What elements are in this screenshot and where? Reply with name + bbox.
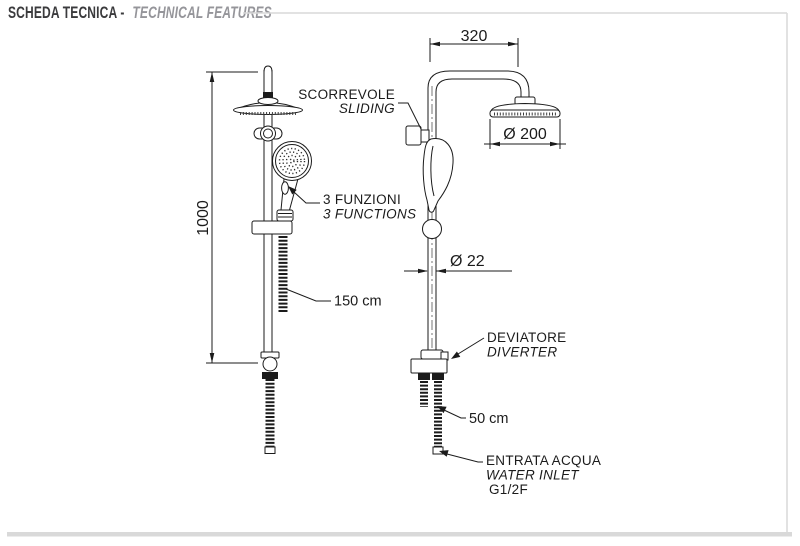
arrowhead-up xyxy=(209,72,215,82)
functions-callout: 3 FUNZIONI 3 FUNCTIONS xyxy=(288,186,416,222)
arm-width-dimension: 320 xyxy=(429,28,519,67)
pipe-diameter-dimension: Ø 22 xyxy=(404,253,512,274)
functions-label-it: 3 FUNZIONI xyxy=(323,192,401,207)
sheet-frame xyxy=(7,12,792,537)
ball-joint xyxy=(422,219,442,239)
arm-width-value: 320 xyxy=(461,28,488,45)
title-english: TECHNICAL FEATURES xyxy=(132,4,272,22)
water-inlet-callout: ENTRATA ACQUA WATER INLET G1/2F xyxy=(439,450,601,497)
slider-ring-side xyxy=(253,125,283,142)
diverter-callout: DEVIATORE DIVERTER xyxy=(451,330,566,360)
spray-face xyxy=(278,147,306,175)
water-inlet-label-en: WATER INLET xyxy=(486,468,580,483)
hand-shower-bracket-side xyxy=(251,220,293,235)
title-italian: SCHEDA TECNICA - xyxy=(8,4,125,22)
column-pipe-side xyxy=(263,65,273,352)
sliding-label-en: SLIDING xyxy=(339,101,395,116)
rain-shower-head-side xyxy=(233,97,303,115)
sliding-label-it: SCORREVOLE xyxy=(298,87,395,102)
hose-end-fitting xyxy=(264,446,276,454)
arrowhead-down xyxy=(209,353,215,363)
callout-arrowhead xyxy=(451,351,461,359)
head-mount-band xyxy=(263,92,273,98)
inlet-end-fitting xyxy=(432,446,444,455)
water-inlet-thread: G1/2F xyxy=(489,482,528,497)
sliding-bracket xyxy=(405,125,430,146)
page-title: SCHEDA TECNICA - TECHNICAL FEATURES xyxy=(8,4,272,23)
inlet-hose-length-callout: 50 cm xyxy=(437,406,509,427)
side-view: 1000 xyxy=(195,65,416,454)
hose-length-value: 150 cm xyxy=(334,294,382,310)
inlet-hoses xyxy=(420,381,444,455)
rain-shower-head-front xyxy=(489,102,561,118)
hose-nut xyxy=(276,209,294,222)
callout-arrowhead xyxy=(437,406,447,414)
function-button xyxy=(281,181,289,195)
callout-arrowhead xyxy=(439,450,449,457)
footer-bar xyxy=(7,532,792,537)
sliding-callout: SCORREVOLE SLIDING xyxy=(298,87,422,130)
diverter-label-it: DEVIATORE xyxy=(487,330,566,345)
diverter-assembly xyxy=(410,349,449,380)
callout-arrowhead xyxy=(288,186,297,195)
hose-length-callout: 150 cm xyxy=(285,288,382,310)
pipe-diameter-value: Ø 22 xyxy=(450,253,485,270)
diverter-label-en: DIVERTER xyxy=(487,345,557,360)
water-inlet-label-it: ENTRATA ACQUA xyxy=(486,453,601,468)
bottom-connector-side xyxy=(260,351,280,454)
hand-shower-front xyxy=(422,138,454,239)
height-dimension: 1000 xyxy=(195,71,258,364)
hand-shower-side xyxy=(272,141,312,222)
head-diameter-dimension: Ø 200 xyxy=(484,119,566,149)
inlet-hose-length-value: 50 cm xyxy=(469,411,509,427)
height-dimension-value: 1000 xyxy=(195,200,212,236)
shower-arm xyxy=(427,70,536,106)
head-diameter-value: Ø 200 xyxy=(503,126,547,143)
functions-label-en: 3 FUNCTIONS xyxy=(323,207,416,222)
front-view: 320 xyxy=(298,28,601,497)
